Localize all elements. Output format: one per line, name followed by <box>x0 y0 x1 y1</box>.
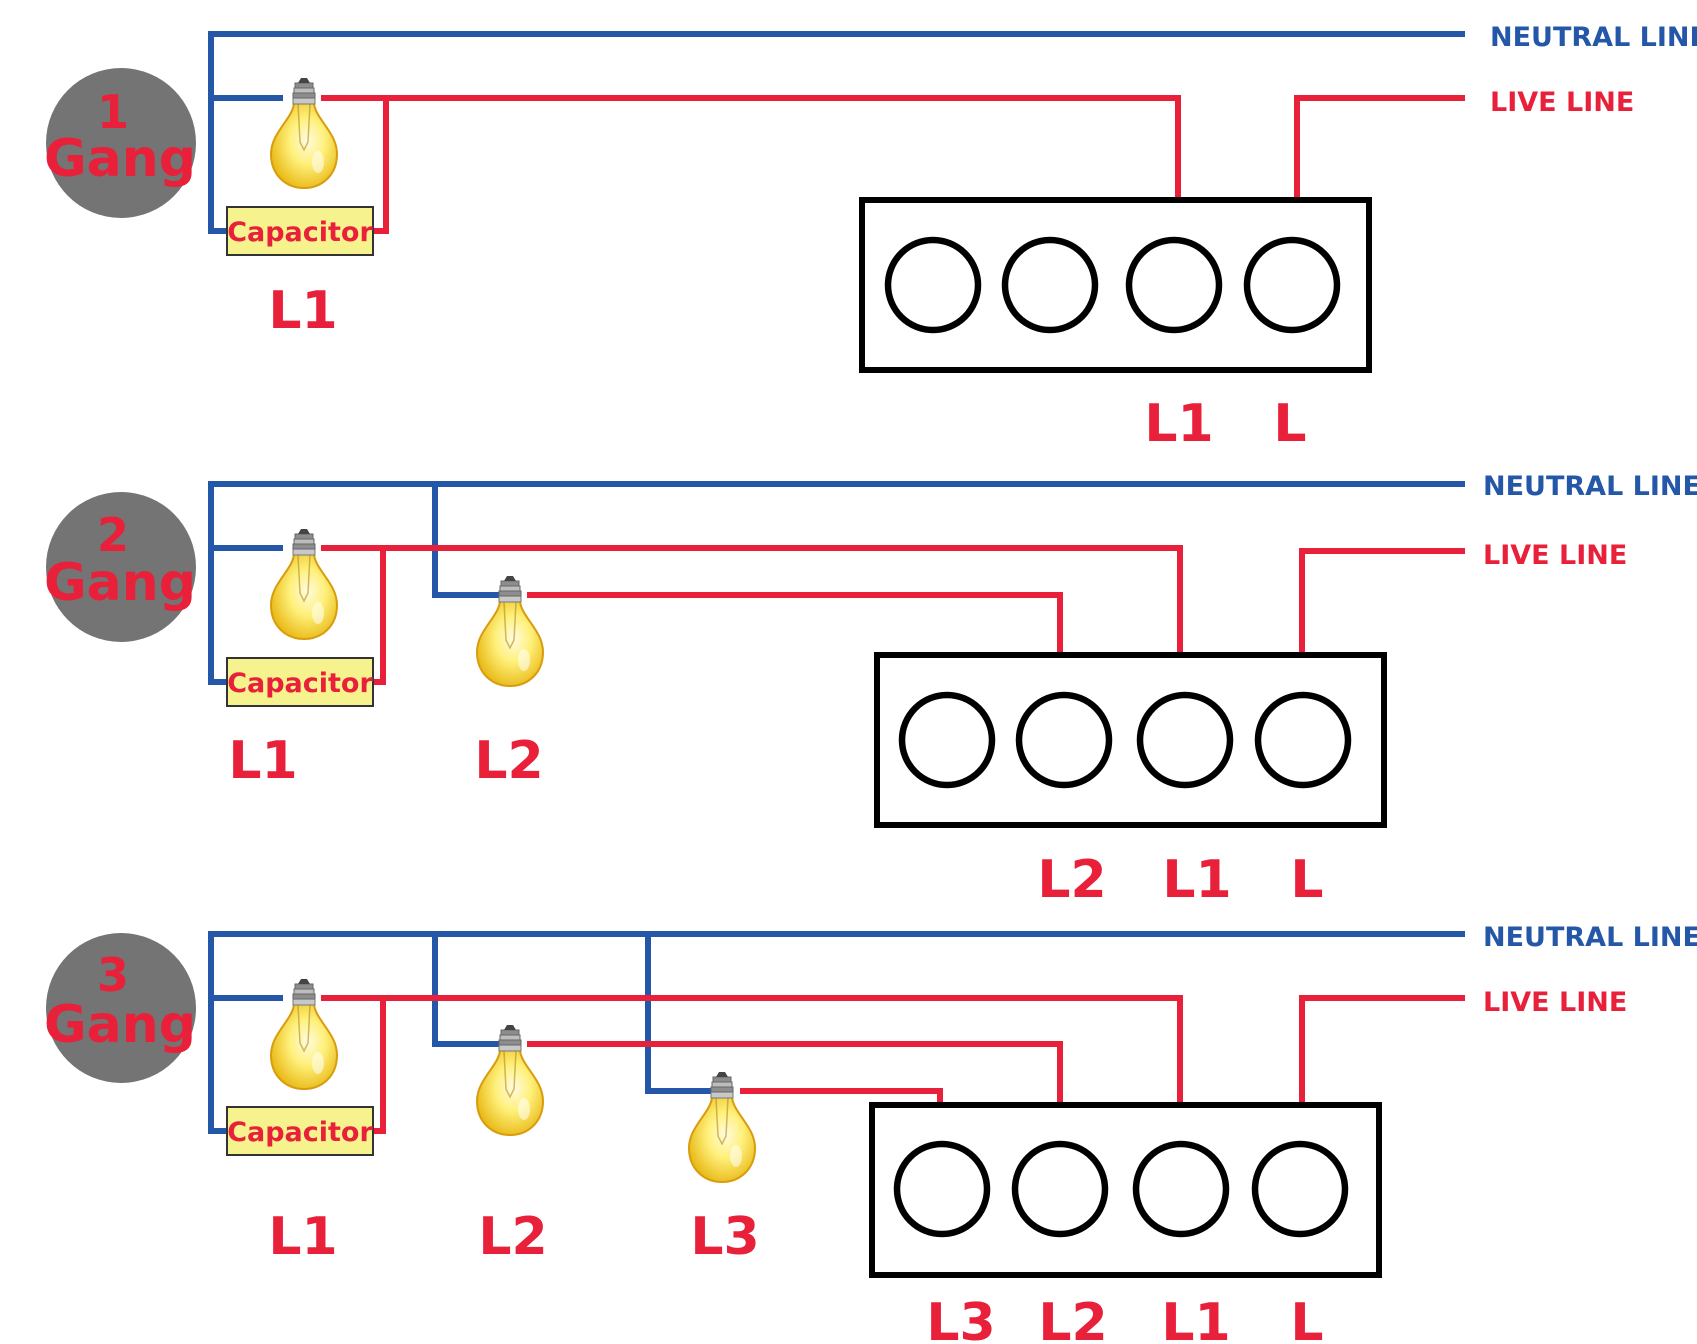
live-line-label: LIVE LINE <box>1483 987 1627 1018</box>
switch-terminal <box>1125 236 1223 334</box>
terminal-label: L2 <box>1038 1293 1107 1344</box>
live-wire-l1 <box>321 95 1181 246</box>
live-line-label: LIVE LINE <box>1490 87 1634 118</box>
capacitor-label: Capacitor <box>227 217 373 248</box>
neutral-wire <box>208 31 1465 234</box>
switch-terminal <box>893 1140 991 1238</box>
terminal-label: L1 <box>1162 850 1231 910</box>
lamp-label: L2 <box>474 731 543 791</box>
light-bulb-icon <box>270 77 338 189</box>
neutral-line-label: NEUTRAL LINE <box>1490 22 1697 53</box>
terminal-label: L2 <box>1037 850 1106 910</box>
live-wire-supply <box>1299 548 1465 696</box>
diagram-1-gang: 1 Gang L1 Capacitor L1 L NEUTRAL LINE LI… <box>44 22 1697 454</box>
gang-word: Gang <box>44 553 196 613</box>
switch-terminal <box>1015 691 1113 789</box>
live-line-label: LIVE LINE <box>1483 540 1627 571</box>
switch-terminal <box>898 691 996 789</box>
switch-terminal <box>1001 236 1099 334</box>
neutral-wire <box>208 481 1465 685</box>
neutral-line-label: NEUTRAL LINE <box>1483 922 1697 953</box>
terminal-label: L3 <box>926 1293 995 1344</box>
lamp-label: L1 <box>228 731 297 791</box>
lamp-label: L1 <box>268 1207 337 1267</box>
switch-terminal <box>1136 691 1234 789</box>
lamp-label: L3 <box>690 1207 759 1267</box>
live-wire-l1 <box>321 995 1183 1146</box>
diagram-3-gang: 3 Gang L1 L2 L3 Capacitor L3 L2 L1 L NEU… <box>44 922 1697 1344</box>
capacitor-label: Capacitor <box>227 668 373 699</box>
terminal-label: L <box>1290 1293 1323 1344</box>
live-wire-supply <box>1299 995 1465 1146</box>
capacitor <box>226 657 374 707</box>
terminal-label: L1 <box>1144 394 1213 454</box>
capacitor <box>226 206 374 256</box>
switch-terminal <box>884 236 982 334</box>
gang-number: 1 <box>97 85 129 139</box>
lamp-label: L2 <box>478 1207 547 1267</box>
terminal-label: L <box>1273 394 1306 454</box>
live-wire-supply <box>1294 95 1465 246</box>
live-wire-l1 <box>321 545 1183 696</box>
switch-terminal <box>1132 1140 1230 1238</box>
capacitor <box>226 1106 374 1156</box>
switch-terminal <box>1254 691 1352 789</box>
terminal-label: L <box>1290 850 1323 910</box>
gang-badge <box>46 933 196 1083</box>
gang-badge <box>46 492 196 642</box>
gang-number: 2 <box>97 508 129 562</box>
gang-word: Gang <box>44 129 196 189</box>
neutral-line-label: NEUTRAL LINE <box>1483 471 1697 502</box>
lamp-label: L1 <box>268 281 337 341</box>
switch-terminal <box>1011 1140 1109 1238</box>
switch-terminal <box>1251 1140 1349 1238</box>
switch-terminal <box>1243 236 1341 334</box>
gang-word: Gang <box>44 995 196 1055</box>
terminal-label: L1 <box>1161 1293 1230 1344</box>
diagram-2-gang: 2 Gang L1 L2 Capacitor L2 L1 L NEUTRAL L… <box>44 471 1697 910</box>
capacitor-label: Capacitor <box>227 1117 373 1148</box>
gang-number: 3 <box>97 948 129 1002</box>
neutral-wire <box>208 931 1465 1134</box>
gang-badge <box>46 68 196 218</box>
